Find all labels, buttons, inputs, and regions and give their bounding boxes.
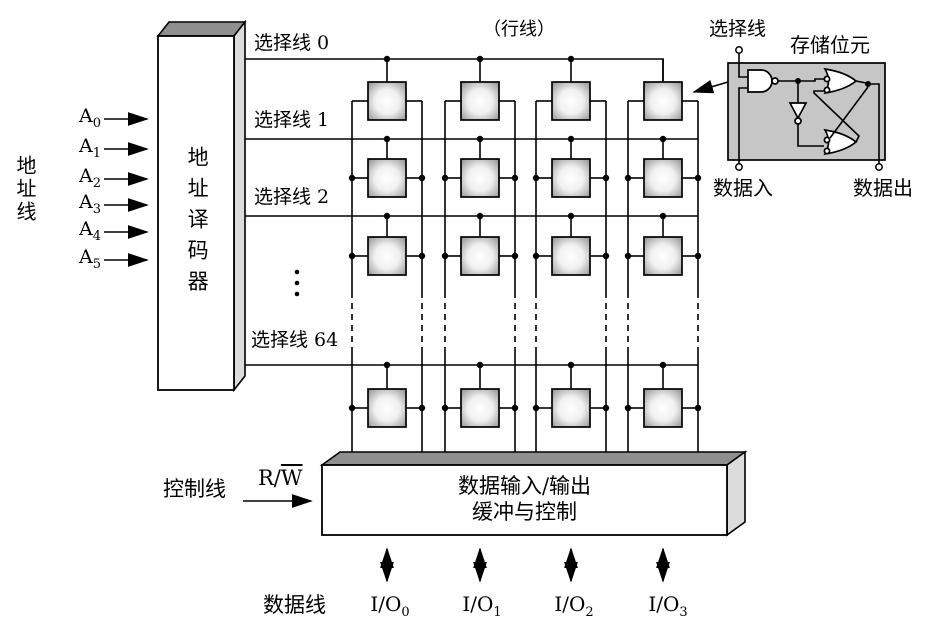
data-in-terminal xyxy=(735,163,743,171)
storage-cell-detail xyxy=(692,46,886,171)
address-sub: 1 xyxy=(92,145,101,161)
address-sub: 3 xyxy=(92,201,101,217)
address-base: A xyxy=(78,218,93,240)
io-sub: 1 xyxy=(493,605,502,620)
memory-cell xyxy=(367,81,407,121)
address-base: A xyxy=(78,135,93,157)
address-input-label: A1 xyxy=(58,135,101,161)
ellipsis-icon xyxy=(294,269,300,275)
io-1-label: I/O1 xyxy=(457,592,507,620)
detail-select-line-label: 选择线 xyxy=(709,18,767,40)
address-base: A xyxy=(78,165,93,187)
memory-cell xyxy=(460,158,500,198)
address-sub: 4 xyxy=(92,228,101,244)
address-sub: 5 xyxy=(92,256,101,272)
detail-title: 存储位元 xyxy=(790,33,870,57)
memory-cell-grid xyxy=(245,55,702,452)
memory-cell xyxy=(643,236,683,276)
io-3-label: I/O3 xyxy=(643,592,693,620)
memory-cell xyxy=(551,388,591,428)
address-input-label: A3 xyxy=(58,191,101,217)
io-buffer-title-line1: 数据输入/输出 xyxy=(457,474,592,498)
row-line-note: （行线） xyxy=(483,19,555,40)
inverter-icon xyxy=(788,102,808,120)
memory-cell xyxy=(643,81,683,121)
memory-cell xyxy=(551,236,591,276)
address-sub: 0 xyxy=(92,115,101,131)
io-base: I/O xyxy=(648,592,680,616)
io-buffer-title-line2: 缓冲与控制 xyxy=(472,500,577,524)
select-line-0-label: 选择线 0 xyxy=(254,32,330,54)
io-sub: 2 xyxy=(585,605,594,620)
memory-cell xyxy=(367,158,407,198)
address-input-arrows xyxy=(104,112,149,267)
memory-cell xyxy=(643,388,683,428)
memory-cell xyxy=(551,158,591,198)
io-buffer-box xyxy=(319,450,748,537)
data-out-terminal xyxy=(875,163,883,171)
memory-cell xyxy=(460,81,500,121)
data-bus-label: 数据线 xyxy=(263,593,326,617)
address-base: A xyxy=(78,105,93,127)
io-base: I/O xyxy=(462,592,494,616)
control-line-label: 控制线 xyxy=(163,477,226,501)
address-decoder-label: 地址译码器 xyxy=(185,146,210,301)
address-input-label: A5 xyxy=(58,246,101,272)
address-input-label: A4 xyxy=(58,218,101,244)
detail-data-in-label: 数据入 xyxy=(713,176,773,200)
io-2-label: I/O2 xyxy=(549,592,599,620)
address-input-label: A2 xyxy=(58,165,101,191)
nand-gate-icon xyxy=(747,69,773,93)
memory-cell xyxy=(551,81,591,121)
rw-prefix: R/ xyxy=(258,466,281,490)
memory-cell xyxy=(460,236,500,276)
memory-cell xyxy=(367,388,407,428)
select-line-64-label: 选择线 64 xyxy=(251,329,339,351)
nand-bubble xyxy=(771,77,779,85)
io-sub: 0 xyxy=(401,605,410,620)
address-sub: 2 xyxy=(92,175,101,191)
io-base: I/O xyxy=(370,592,402,616)
address-bus-label: 地址线 xyxy=(13,155,37,224)
address-input-label: A0 xyxy=(58,105,101,131)
io-base: I/O xyxy=(554,592,586,616)
select-line-1-label: 选择线 1 xyxy=(254,109,330,131)
address-base: A xyxy=(78,191,93,213)
detail-data-out-label: 数据出 xyxy=(853,176,913,200)
rw-signal-label: R/W xyxy=(258,466,302,490)
io-0-label: I/O0 xyxy=(365,592,415,620)
io-double-arrows xyxy=(380,547,670,583)
memory-cell xyxy=(367,236,407,276)
address-decoder-box xyxy=(156,19,247,393)
select-terminal xyxy=(735,46,743,54)
rw-overlined: W xyxy=(280,466,303,490)
ellipsis-icon xyxy=(294,291,300,297)
select-line-2-label: 选择线 2 xyxy=(254,186,330,208)
pointer-arrow-icon xyxy=(692,79,729,94)
ellipsis-icon xyxy=(294,280,300,286)
io-sub: 3 xyxy=(679,605,688,620)
address-base: A xyxy=(78,246,93,268)
memory-cell xyxy=(643,158,683,198)
memory-cell xyxy=(460,388,500,428)
